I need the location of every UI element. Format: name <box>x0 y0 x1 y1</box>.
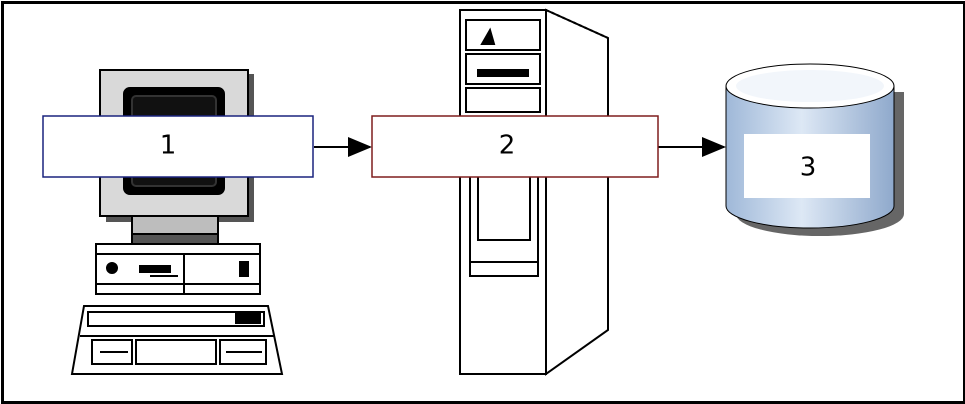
box-2-label: 2 <box>499 131 516 161</box>
server-tower-icon <box>459 8 609 376</box>
box-3: 3 <box>744 134 870 198</box>
box-3-label: 3 <box>800 153 817 183</box>
box-1-label: 1 <box>160 131 177 161</box>
box-2: 2 <box>371 115 659 178</box>
box-1: 1 <box>42 115 314 178</box>
